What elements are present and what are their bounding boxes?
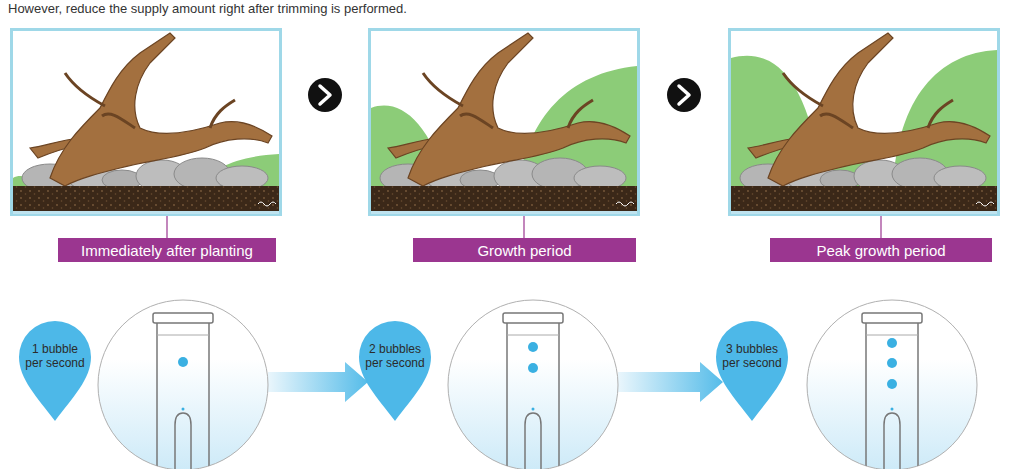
bubble-rate-drop: 3 bubbles per second	[714, 317, 790, 422]
stage-label: Growth period	[413, 238, 636, 262]
stage-name: Peak growth period	[816, 242, 945, 259]
stage-name: Growth period	[477, 242, 571, 259]
tank-planting	[12, 30, 281, 215]
bubble-rate: 1 bubble per second	[23, 342, 87, 371]
note-text: However, reduce the supply amount right …	[8, 1, 407, 16]
stage-name: Immediately after planting	[81, 242, 253, 259]
stage-label: Immediately after planting	[58, 238, 276, 262]
bubble-counter	[98, 300, 977, 469]
drop-text-area: 1 bubble per second	[17, 317, 93, 395]
stage-label: Peak growth period	[770, 238, 992, 262]
drop-text-area: 2 bubbles per second	[357, 317, 433, 395]
bubble-rate: 2 bubbles per second	[363, 342, 427, 371]
leader-line	[167, 216, 881, 238]
bubble-rate-drop: 2 bubbles per second	[357, 317, 433, 422]
tank-peak	[730, 30, 999, 215]
tank-growth	[370, 30, 639, 215]
bubble-rate-drop: 1 bubble per second	[17, 317, 93, 422]
next-chevron	[308, 78, 701, 112]
drop-text-area: 3 bubbles per second	[714, 317, 790, 395]
bubble-rate: 3 bubbles per second	[720, 342, 784, 371]
